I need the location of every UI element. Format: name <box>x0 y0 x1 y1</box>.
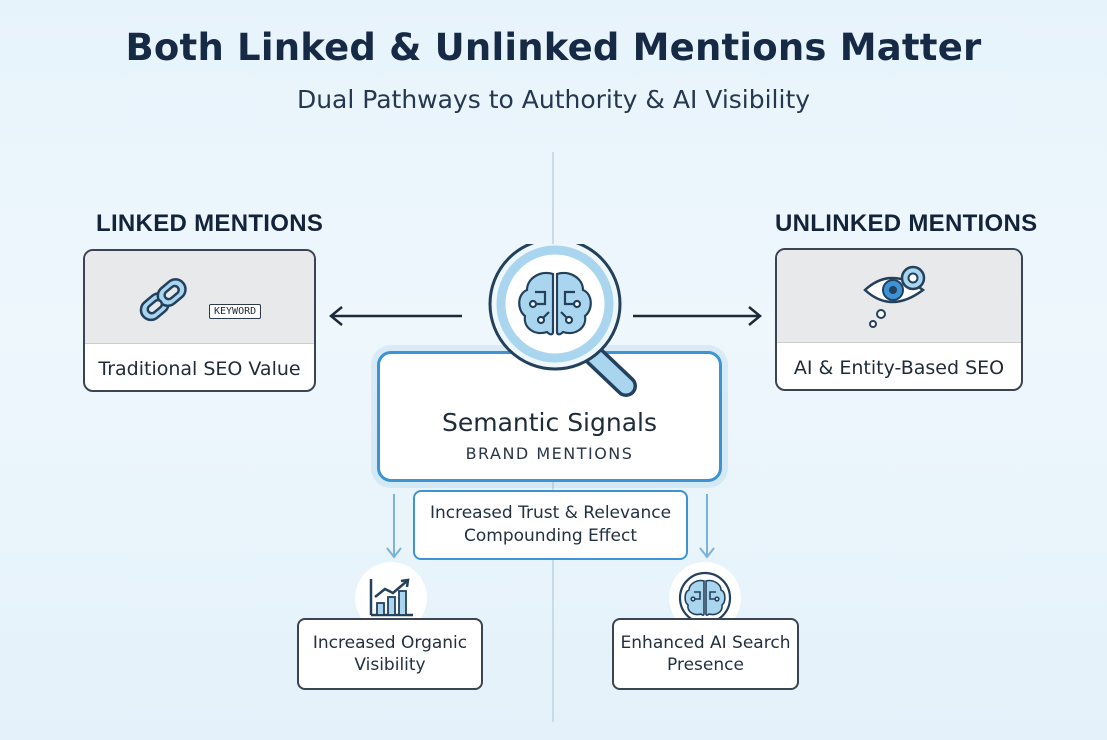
arrow-down-right-icon <box>699 494 715 559</box>
ai-search-presence-card: Enhanced AI Search Presence <box>612 618 799 690</box>
organic-visibility-line-2: Visibility <box>354 655 426 675</box>
brand-mentions-label: BRAND MENTIONS <box>465 444 634 463</box>
ai-search-line-2: Presence <box>667 655 744 675</box>
unlinked-card-label: AI & Entity-Based SEO <box>793 357 1005 379</box>
trust-relevance-box: Increased Trust & Relevance Compounding … <box>413 490 688 560</box>
trust-line-2: Compounding Effect <box>464 526 637 546</box>
linked-mentions-heading: LINKED MENTIONS <box>96 210 324 237</box>
trust-line-1: Increased Trust & Relevance <box>429 503 672 523</box>
brain-icon <box>678 571 732 625</box>
keyword-tag: KEYWORD <box>209 304 262 319</box>
linked-mentions-card: KEYWORD Traditional SEO Value <box>83 249 316 392</box>
eye-thought-icon <box>861 262 941 338</box>
unlinked-mentions-card: AI & Entity-Based SEO <box>775 248 1023 391</box>
unlinked-mentions-heading: UNLINKED MENTIONS <box>775 210 1038 237</box>
magnifier-brain-icon <box>488 244 637 397</box>
chain-link-icon <box>133 269 195 333</box>
arrow-down-left-icon <box>386 494 402 559</box>
page-subtitle: Dual Pathways to Authority & AI Visibili… <box>296 85 811 114</box>
organic-visibility-card: Increased Organic Visibility <box>297 618 483 690</box>
growth-chart-icon <box>369 578 413 617</box>
organic-visibility-line-1: Increased Organic <box>312 633 468 653</box>
linked-card-label: Traditional SEO Value <box>98 358 301 380</box>
arrow-right-icon <box>633 306 762 326</box>
ai-search-line-1: Enhanced AI Search <box>620 633 791 653</box>
semantic-signals-box <box>377 351 722 482</box>
arrow-left-icon <box>329 306 462 326</box>
page-title: Both Linked & Unlinked Mentions Matter <box>125 26 982 69</box>
semantic-signals-title: Semantic Signals <box>441 408 658 437</box>
